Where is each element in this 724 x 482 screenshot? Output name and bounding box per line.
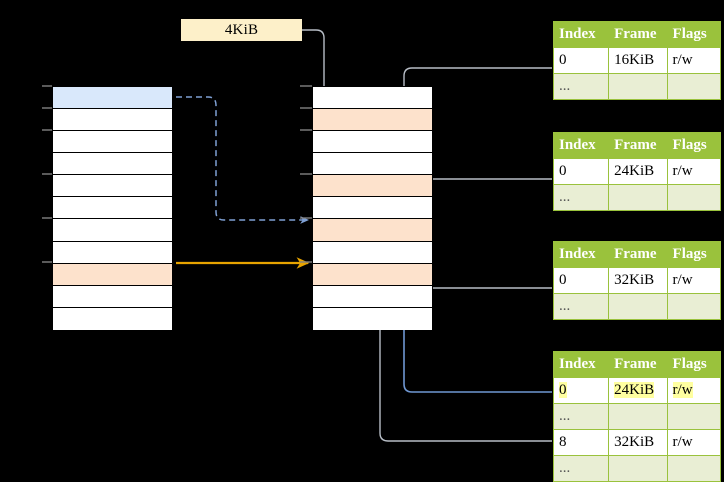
memory-row[interactable] xyxy=(313,197,432,220)
left-memory-column xyxy=(52,86,173,330)
cell-index: ... xyxy=(552,293,610,320)
cell-index: ... xyxy=(552,403,610,430)
cell-index: 0 xyxy=(552,377,610,404)
cell-frame: 32KiB xyxy=(608,429,668,456)
table-ellipsis-row[interactable]: ... xyxy=(552,455,722,482)
cell-flags: r/w xyxy=(666,158,722,185)
cell-index: 0 xyxy=(552,47,610,74)
cell-index: ... xyxy=(552,455,610,482)
cell-index: ... xyxy=(552,73,610,100)
table-ellipsis-row[interactable]: ... xyxy=(552,184,722,211)
column-header-frame: Frame xyxy=(608,351,668,378)
table-row[interactable]: 0 24KiB r/w xyxy=(552,377,722,404)
cell-index: 0 xyxy=(552,267,610,294)
memory-row[interactable] xyxy=(313,285,432,308)
cell-index: 0 xyxy=(552,158,610,185)
table-ellipsis-row[interactable]: ... xyxy=(552,293,722,320)
memory-row[interactable] xyxy=(53,241,172,264)
cell-frame xyxy=(608,73,668,100)
column-header-frame: Frame xyxy=(608,132,668,159)
cell-frame: 24KiB xyxy=(608,377,668,404)
column-tick-marks xyxy=(42,85,312,263)
column-header-flags: Flags xyxy=(666,241,722,268)
table-ellipsis-row[interactable]: ... xyxy=(552,73,722,100)
cell-frame xyxy=(608,184,668,211)
size-callout: 4KiB xyxy=(181,19,302,41)
memory-row[interactable] xyxy=(313,87,432,110)
memory-row[interactable] xyxy=(53,197,172,220)
cell-frame: 16KiB xyxy=(608,47,668,74)
cell-flags: r/w xyxy=(666,267,722,294)
wire-table2-to-middle xyxy=(416,178,556,223)
cell-frame xyxy=(608,455,668,482)
wire-left0-to-middle6 xyxy=(176,96,309,224)
middle-memory-column xyxy=(312,86,433,330)
column-header-index: Index xyxy=(552,21,610,48)
column-header-flags: Flags xyxy=(666,132,722,159)
cell-flags: r/w xyxy=(666,47,722,74)
memory-row[interactable] xyxy=(53,175,172,198)
cell-flags: r/w xyxy=(666,377,722,404)
column-header-index: Index xyxy=(552,351,610,378)
memory-row[interactable] xyxy=(53,263,172,286)
highlighted-value: r/w xyxy=(672,382,693,398)
cell-frame: 32KiB xyxy=(608,267,668,294)
memory-row[interactable] xyxy=(313,131,432,154)
memory-row[interactable] xyxy=(313,175,432,198)
highlighted-value: 24KiB xyxy=(614,382,655,398)
highlighted-value: 0 xyxy=(559,382,567,398)
memory-row[interactable] xyxy=(313,241,432,264)
wire-table1-to-middle xyxy=(400,67,556,179)
memory-row[interactable] xyxy=(313,263,432,286)
cell-index: ... xyxy=(552,184,610,211)
cell-index: 8 xyxy=(552,429,610,456)
cell-flags xyxy=(666,293,722,320)
memory-row[interactable] xyxy=(53,131,172,154)
size-callout-label: 4KiB xyxy=(224,21,259,38)
cell-frame: 24KiB xyxy=(608,158,668,185)
column-header-flags: Flags xyxy=(666,351,722,378)
wire-table4-row0-to-middle xyxy=(399,230,556,393)
memory-row[interactable] xyxy=(313,109,432,132)
memory-row[interactable] xyxy=(53,285,172,308)
cell-flags xyxy=(666,403,722,430)
cell-flags xyxy=(666,455,722,482)
column-header-frame: Frame xyxy=(608,241,668,268)
memory-row[interactable] xyxy=(53,87,172,110)
cell-flags xyxy=(666,73,722,100)
memory-row[interactable] xyxy=(313,307,432,330)
column-header-flags: Flags xyxy=(666,21,722,48)
cell-frame xyxy=(608,403,668,430)
table-ellipsis-row[interactable]: ... xyxy=(552,403,722,430)
cell-flags: r/w xyxy=(666,429,722,456)
memory-row[interactable] xyxy=(53,153,172,176)
memory-row[interactable] xyxy=(313,153,432,176)
cell-frame xyxy=(608,293,668,320)
cell-flags xyxy=(666,184,722,211)
memory-row[interactable] xyxy=(53,219,172,242)
wire-callout-to-middle xyxy=(300,29,328,113)
column-header-index: Index xyxy=(552,241,610,268)
column-header-index: Index xyxy=(552,132,610,159)
memory-row[interactable] xyxy=(53,109,172,132)
memory-row[interactable] xyxy=(53,307,172,330)
memory-row[interactable] xyxy=(313,219,432,242)
column-header-frame: Frame xyxy=(608,21,668,48)
